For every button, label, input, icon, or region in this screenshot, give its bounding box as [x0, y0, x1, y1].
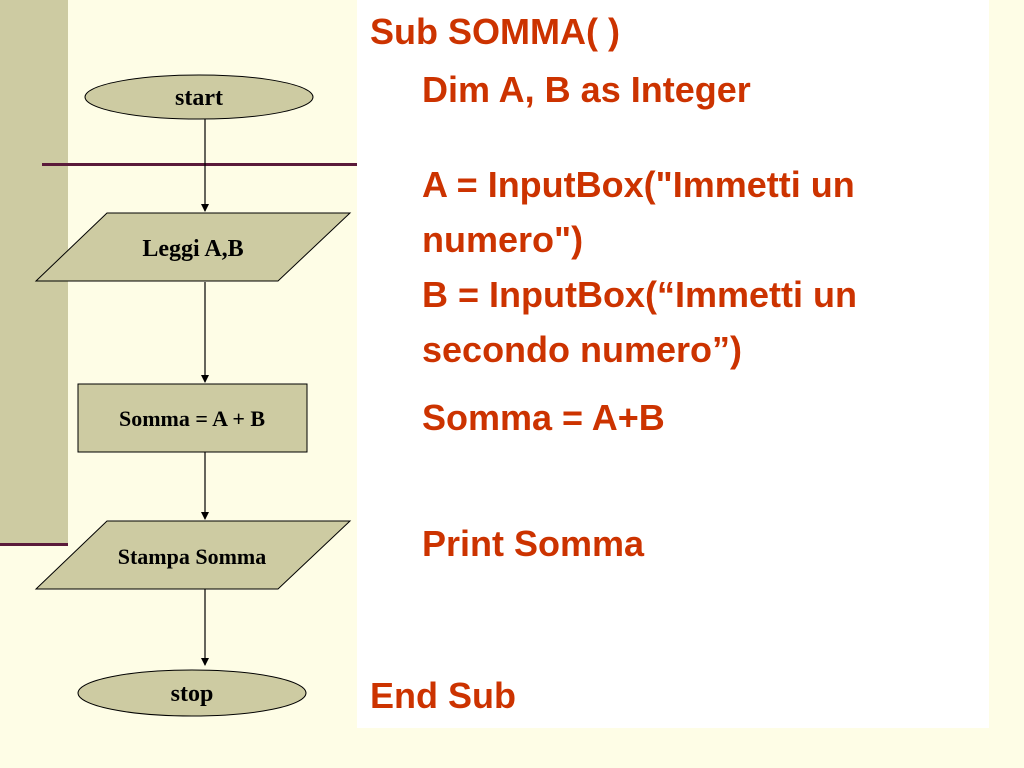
code-print-line: Print Somma: [422, 523, 645, 564]
code-dim-line: Dim A, B as Integer: [422, 69, 751, 110]
start-label: start: [175, 85, 223, 111]
stop-terminal: [77, 669, 307, 717]
code-input-b-line1: B = InputBox(“Immetti un: [422, 274, 857, 315]
bottom-divider-line: [0, 543, 68, 546]
output-parallelogram: [34, 520, 352, 590]
top-divider-line: [42, 163, 358, 166]
code-sum-line: Somma = A+B: [422, 397, 665, 438]
code-input-a-line1: A = InputBox("Immetti un: [422, 164, 855, 205]
code-input-a-line2: numero"): [422, 219, 584, 260]
code-end-line: End Sub: [370, 675, 516, 716]
flowchart: start Leggi A,B Somma = A + B Stampa Som…: [34, 74, 352, 717]
start-terminal: [84, 74, 314, 120]
input-parallelogram: [34, 212, 352, 282]
input-label: Leggi A,B: [142, 236, 243, 262]
process-box: [77, 383, 308, 453]
process-label: Somma = A + B: [119, 406, 265, 431]
code-panel: Sub SOMMA( ) Dim A, B as Integer A = Inp…: [357, 0, 989, 728]
code-sub-header: Sub SOMMA( ): [370, 11, 620, 52]
stop-label: stop: [171, 681, 214, 707]
output-label: Stampa Somma: [118, 544, 267, 569]
code-input-b-line2: secondo numero”): [422, 329, 743, 370]
